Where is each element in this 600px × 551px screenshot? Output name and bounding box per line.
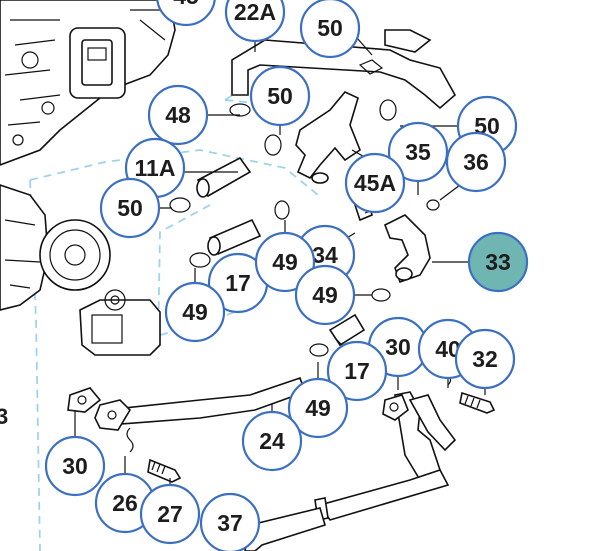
callout-27: 27 — [139, 483, 201, 545]
callout-number: 11A — [135, 155, 176, 181]
callout-50-d: 50 — [99, 177, 161, 239]
callout-number: 26 — [112, 490, 138, 516]
edge-callout-fragment: 3 — [0, 404, 9, 429]
callout-number: 37 — [217, 510, 243, 536]
callout-37: 37 — [199, 492, 261, 551]
callout-number: 24 — [259, 428, 285, 454]
callout-circle — [326, 340, 388, 402]
callout-circle — [254, 231, 316, 293]
callout-30-b: 30 — [44, 435, 106, 497]
callout-49-d: 49 — [287, 377, 349, 439]
callout-circle — [147, 84, 209, 146]
callout-number: 50 — [317, 15, 343, 41]
engine-block-drawing — [0, 0, 176, 166]
callout-circle — [44, 435, 106, 497]
callout-35: 35 — [387, 121, 449, 183]
callout-32: 32 — [454, 328, 516, 390]
callout-group: 4522A5048505011A353645A50343317494949304… — [44, 0, 529, 551]
callout-number: 49 — [312, 282, 338, 308]
callout-circle — [139, 483, 201, 545]
callout-circle — [199, 492, 261, 551]
callout-number: 50 — [117, 195, 143, 221]
callout-circle — [287, 377, 349, 439]
callout-circle — [241, 410, 303, 472]
callout-number: 30 — [62, 453, 88, 479]
callout-circle — [99, 177, 161, 239]
callout-number: 17 — [344, 358, 370, 384]
callout-49-c: 49 — [164, 281, 226, 343]
callout-17-a: 17 — [207, 252, 269, 314]
callout-number: 49 — [272, 249, 298, 275]
callout-33: 33 — [467, 231, 529, 293]
callout-number: 27 — [157, 501, 183, 527]
dashed-boundary — [29, 89, 319, 551]
callout-17-b: 17 — [326, 340, 388, 402]
callout-number: 36 — [463, 149, 489, 175]
callout-number: 34 — [312, 242, 338, 268]
callout-number: 17 — [225, 270, 251, 296]
callout-24: 24 — [241, 410, 303, 472]
callout-36: 36 — [445, 131, 507, 193]
short-hoses-drawing — [196, 156, 366, 347]
callout-circle — [387, 121, 449, 183]
callout-number: 33 — [485, 249, 511, 275]
callout-50-a: 50 — [299, 0, 361, 59]
callout-circle — [299, 0, 361, 59]
callout-circle — [467, 231, 529, 293]
callout-number: 49 — [182, 299, 208, 325]
t-connector-drawing — [295, 91, 361, 184]
callout-26: 26 — [94, 472, 156, 534]
bracket-drawing — [79, 289, 161, 356]
callout-number: 45A — [354, 170, 396, 196]
callout-circle — [164, 281, 226, 343]
callout-number: 35 — [405, 139, 431, 165]
callout-50-b: 50 — [249, 65, 311, 127]
callout-45-top: 45 — [156, 0, 216, 27]
callout-48: 48 — [147, 84, 209, 146]
callout-circle — [344, 152, 406, 214]
callout-number: 49 — [305, 395, 331, 421]
callout-number: 32 — [472, 346, 498, 372]
callout-number: 30 — [385, 334, 411, 360]
callout-number: 50 — [267, 83, 293, 109]
callout-circle — [156, 0, 216, 27]
callout-circle — [249, 65, 311, 127]
callout-circle — [454, 328, 516, 390]
callout-49-b: 49 — [294, 264, 356, 326]
water-pump-drawing — [0, 184, 111, 311]
callout-circle — [445, 131, 507, 193]
callout-circle — [294, 264, 356, 326]
right-pipe-drawing — [244, 391, 457, 551]
callout-number: 22A — [234, 0, 276, 25]
callout-number: 48 — [165, 102, 191, 128]
callout-49-a: 49 — [254, 231, 316, 293]
hose-clamps-drawing — [169, 99, 397, 357]
callout-45a: 45A — [344, 152, 406, 214]
callout-22a: 22A — [224, 0, 286, 43]
callout-circle — [224, 0, 286, 43]
upper-hose-drawing — [231, 29, 457, 110]
callout-number: 45 — [173, 0, 199, 9]
